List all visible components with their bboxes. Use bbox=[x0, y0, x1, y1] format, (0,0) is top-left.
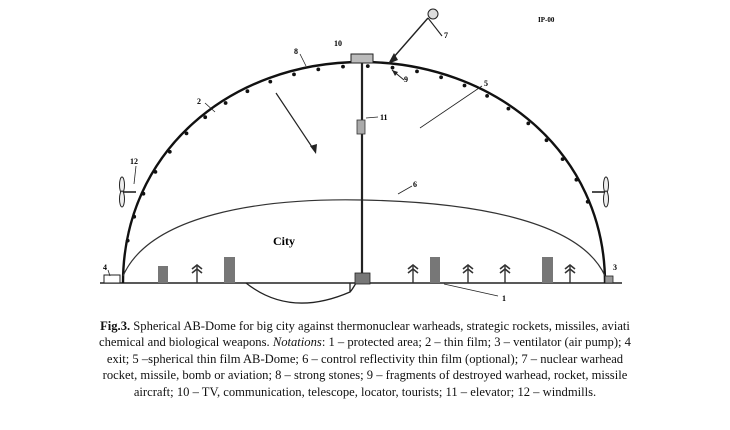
stone-mark bbox=[316, 67, 321, 72]
tree bbox=[564, 263, 576, 283]
figure-caption: Fig.3. Spherical AB-Dome for big city ag… bbox=[4, 318, 726, 400]
stone-mark bbox=[439, 75, 443, 80]
caption-line-2: chemical and biological weapons. Notatio… bbox=[99, 335, 631, 350]
stone-mark bbox=[153, 170, 158, 174]
stone-mark bbox=[245, 89, 250, 94]
building bbox=[542, 257, 553, 283]
mast-base bbox=[354, 272, 371, 285]
label-12: 12 bbox=[130, 157, 138, 166]
stone-mark bbox=[341, 64, 345, 69]
building bbox=[224, 257, 235, 283]
stone-mark bbox=[141, 191, 146, 196]
fragments-arrow-small bbox=[391, 69, 405, 81]
label-6: 6 bbox=[413, 180, 417, 189]
stone-mark bbox=[132, 214, 137, 219]
mast-top-platform bbox=[350, 53, 374, 64]
stone-mark bbox=[544, 138, 549, 143]
label-5: 5 bbox=[484, 79, 488, 88]
figure-code: IP-00 bbox=[538, 16, 555, 24]
caption-line-1: Fig.3. Spherical AB-Dome for big city ag… bbox=[4, 318, 726, 334]
stone-mark bbox=[184, 131, 189, 136]
city-label: City bbox=[273, 234, 295, 248]
stone-mark bbox=[560, 157, 565, 162]
ventilator-box bbox=[604, 275, 614, 284]
tree bbox=[499, 263, 511, 283]
caption-line-4: rocket, missile, bomb or aviation; 8 – s… bbox=[102, 368, 628, 383]
label-8: 8 bbox=[294, 47, 298, 56]
stone-mark bbox=[390, 65, 395, 70]
elevator-cab bbox=[356, 119, 366, 135]
label-1: 1 bbox=[502, 294, 506, 303]
stone-mark bbox=[268, 79, 273, 84]
stone-mark bbox=[167, 149, 172, 154]
caption-line-3: exit; 5 –spherical thin film AB-Dome; 6 … bbox=[106, 351, 624, 366]
stone-mark bbox=[585, 199, 590, 204]
stone-mark bbox=[203, 115, 208, 120]
stone-mark bbox=[462, 83, 467, 88]
exit-box bbox=[103, 274, 121, 284]
stone-mark bbox=[365, 64, 370, 68]
stone-mark bbox=[223, 101, 228, 105]
reflectivity-film bbox=[122, 199, 606, 277]
stone-mark bbox=[485, 94, 489, 98]
stone-mark bbox=[574, 177, 579, 182]
stone-mark bbox=[506, 106, 511, 111]
tree bbox=[407, 263, 419, 283]
warhead bbox=[388, 8, 443, 64]
label-11: 11 bbox=[380, 113, 388, 122]
label-10: 10 bbox=[334, 39, 342, 48]
underground-bowl bbox=[245, 282, 351, 304]
label-3: 3 bbox=[613, 263, 617, 272]
building bbox=[430, 257, 440, 283]
tree bbox=[462, 263, 474, 283]
label-9: 9 bbox=[404, 75, 408, 84]
tree bbox=[191, 263, 203, 283]
stone-mark bbox=[415, 69, 419, 74]
stone-mark bbox=[125, 238, 130, 243]
ab-dome-diagram: IP-00 City 1 2 3 4 5 6 7 8 9 10 11 12 bbox=[100, 8, 622, 304]
fragments-arrow bbox=[275, 92, 317, 154]
stone-mark bbox=[526, 121, 531, 126]
windmill-left bbox=[119, 176, 136, 208]
spherical-dome bbox=[121, 60, 607, 284]
label-4: 4 bbox=[103, 263, 107, 272]
caption-title: Spherical AB-Dome for big city against t… bbox=[130, 319, 630, 333]
stone-mark bbox=[292, 72, 296, 77]
caption-notations-label: Notations bbox=[272, 335, 322, 350]
label-7: 7 bbox=[444, 31, 448, 40]
windmill-right bbox=[592, 176, 609, 208]
building bbox=[158, 266, 168, 283]
caption-line-5: aircraft; 10 – TV, communication, telesc… bbox=[133, 384, 597, 399]
caption-lead: Fig.3. bbox=[100, 319, 131, 333]
strong-stones bbox=[125, 64, 590, 243]
label-2: 2 bbox=[197, 97, 201, 106]
